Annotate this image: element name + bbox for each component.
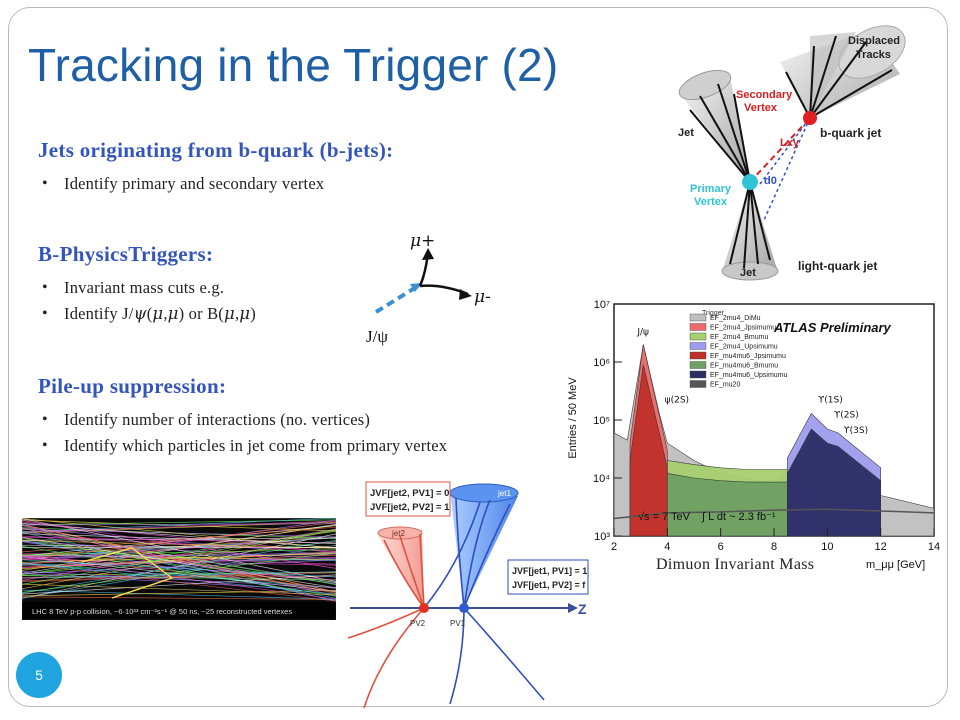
jvf-box2-line2: JVF[jet1, PV2] = f xyxy=(512,580,586,590)
bullet-item: Identify number of interactions (no. ver… xyxy=(38,407,447,433)
y-tick-label: 10³ xyxy=(594,531,610,543)
legend-entry: EF_mu20 xyxy=(710,382,740,389)
x-tick-label: 2 xyxy=(611,541,617,553)
svg-text:Vertex: Vertex xyxy=(694,196,728,208)
svg-text:Jet: Jet xyxy=(678,127,694,139)
svg-text:light-quark jet: light-quark jet xyxy=(798,259,877,273)
dimuon-mass-chart: 2 4 6 8 10 12 14 10³ 10⁴ 10⁵ 10⁶ 10⁷ ATLAS Prelimin… xyxy=(566,298,946,576)
legend-swatch xyxy=(689,313,707,322)
jvf-box2-line1: JVF[jet1, PV1] = 1 - f xyxy=(512,566,590,576)
svg-text:Lxy: Lxy xyxy=(780,137,800,149)
slide-title: Tracking in the Trigger (2) xyxy=(28,39,559,91)
peak-label: ϒ(2S) xyxy=(834,411,859,421)
bullet-list: Identify number of interactions (no. ver… xyxy=(38,407,447,459)
legend-entry: EF_mu4mu6_Jpsimumu xyxy=(710,353,786,360)
bullet-item: Invariant mass cuts e.g. xyxy=(38,275,256,301)
svg-text:Tracks: Tracks xyxy=(856,49,891,61)
annotation-lumi: ∫ L dt ~ 2.3 fb⁻¹ xyxy=(701,511,776,523)
section-heading: B-PhysicsTriggers: xyxy=(38,242,214,266)
svg-text:Displaced: Displaced xyxy=(848,35,900,47)
legend-swatch xyxy=(689,361,707,369)
y-tick-label: 10⁷ xyxy=(594,299,610,311)
section-heading: Pile-up suppression: xyxy=(38,374,227,398)
y-axis-label: Entries / 50 MeV xyxy=(567,377,579,459)
x-tick-label: 6 xyxy=(718,541,724,553)
chart-title: ATLAS Preliminary xyxy=(773,320,892,335)
y-tick-label: 10⁵ xyxy=(593,415,610,427)
bullet-list: Invariant mass cuts e.g. Identify J/ψ(μ,… xyxy=(38,275,256,327)
legend-swatch xyxy=(689,342,707,350)
svg-text:b-quark jet: b-quark jet xyxy=(820,126,881,140)
event-display-image: LHC 8 TeV p-p collision, ~6·10³³ cm⁻²s⁻¹… xyxy=(22,518,336,620)
legend-entry: EF_mu4mu6_Bmumu xyxy=(710,363,778,370)
jvf-diagram: Z jet1 jet2 PV2 PV1 JVF[jet2, PV1] = 0 J… xyxy=(347,481,590,709)
legend-title: Trigger xyxy=(702,310,725,317)
pv1-label: PV1 xyxy=(450,619,466,628)
legend-entry: EF_2mu4_Bmumu xyxy=(710,334,768,341)
x-tick-label: 4 xyxy=(664,541,670,553)
pv2-label: PV2 xyxy=(410,619,426,628)
bullet-item: Identify which particles in jet come fro… xyxy=(38,433,447,459)
section-b-jets: Jets originating from b-quark (b-jets): … xyxy=(38,138,393,197)
legend-entry: EF_2mu4_DiMu xyxy=(710,315,761,322)
jvf-box1-line2: JVF[jet2, PV2] = 1 xyxy=(370,502,450,513)
svg-text:Vertex: Vertex xyxy=(744,102,778,114)
legend-swatch xyxy=(689,323,707,331)
section-heading: Jets originating from b-quark (b-jets): xyxy=(38,138,394,162)
svg-text:Jet: Jet xyxy=(740,267,756,279)
event-caption: LHC 8 TeV p-p collision, ~6·10³³ cm⁻²s⁻¹… xyxy=(32,607,292,616)
chart-caption: Dimuon Invariant Mass xyxy=(654,556,817,574)
jvf-box1-line1: JVF[jet2, PV1] = 0 xyxy=(370,488,449,499)
mu-plus-label: μ+ xyxy=(410,231,435,251)
vertex-diagram: Displaced Tracks Secondary Vertex Lxy b-… xyxy=(678,25,906,281)
peak-label: ψ(2S) xyxy=(665,396,689,406)
jet2-label: jet2 xyxy=(391,529,405,538)
legend-entry: EF_2mu4_Jpsimumu xyxy=(710,325,776,332)
svg-text:Primary: Primary xyxy=(690,183,732,195)
legend-swatch xyxy=(689,351,707,360)
peak-label: ϒ(1S) xyxy=(818,396,843,406)
x-tick-label: 14 xyxy=(928,541,940,553)
legend-swatch xyxy=(689,332,707,341)
x-tick-label: 12 xyxy=(875,541,887,553)
legend-swatch xyxy=(689,370,707,379)
annotation-sqrt-s: √s = 7 TeV xyxy=(638,511,691,523)
page-number-badge: 5 xyxy=(16,652,62,698)
legend-swatch xyxy=(689,380,707,388)
bullet-item: Identify primary and secondary vertex xyxy=(38,171,393,197)
x-tick-label: 8 xyxy=(771,541,777,553)
section-pileup-suppression: Pile-up suppression: Identify number of … xyxy=(38,374,447,459)
svg-text:Secondary: Secondary xyxy=(736,89,793,101)
y-tick-label: 10⁶ xyxy=(593,357,610,369)
y-tick-label: 10⁴ xyxy=(593,473,610,485)
legend-entry: EF_mu4mu6_Upsimumu xyxy=(710,372,788,379)
x-axis-label: m_μμ [GeV] xyxy=(866,559,925,571)
svg-text:d0: d0 xyxy=(764,175,777,187)
mu-minus-label: μ- xyxy=(474,287,491,307)
z-axis-label: Z xyxy=(578,601,587,617)
series-line-EF_mu20 xyxy=(613,508,935,520)
section-b-physics-triggers: B-PhysicsTriggers: Invariant mass cuts e… xyxy=(38,242,256,327)
jpsi-decay-diagram: μ+ μ- J/ψ xyxy=(366,231,491,346)
peak-label: ϒ(3S) xyxy=(843,426,868,436)
bullet-list: Identify primary and secondary vertex xyxy=(38,171,393,197)
x-tick-label: 10 xyxy=(821,541,833,553)
bullet-item-jpsi: Identify J/ψ(μ,μ) or B(μ,μ) xyxy=(38,301,256,327)
legend-entry: EF_2mu4_Upsimumu xyxy=(710,344,778,351)
jpsi-label: J/ψ xyxy=(366,327,388,346)
jet1-label: jet1 xyxy=(497,489,511,498)
series-area-EF_mu4mu6_Bmumu xyxy=(667,473,788,537)
peak-label: J/ψ xyxy=(636,327,649,337)
